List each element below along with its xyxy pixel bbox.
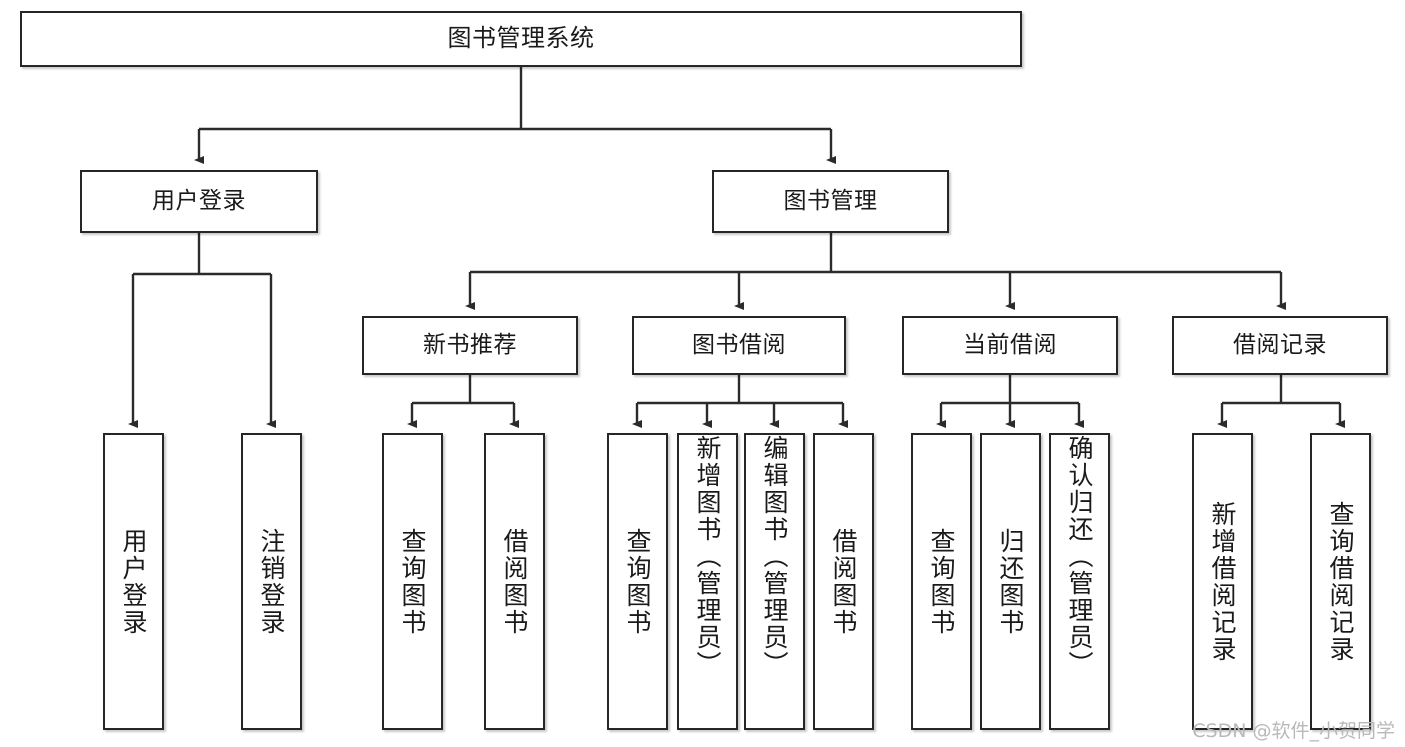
node-book-borrow[interactable]: 图书借阅: [632, 316, 846, 375]
node-label: 借阅图书: [829, 527, 858, 636]
node-root-system[interactable]: 图书管理系统: [20, 11, 1022, 67]
node-label: 借阅记录: [1233, 332, 1327, 359]
node-label: 确认归还（管理员）: [1065, 435, 1094, 678]
node-label: 新书推荐: [423, 332, 517, 359]
node-label: 注销登录: [257, 527, 286, 636]
leaf-query-book-borrow[interactable]: 查询图书: [607, 433, 668, 730]
node-label: 查询图书: [398, 527, 427, 636]
node-book-management[interactable]: 图书管理: [712, 170, 949, 233]
node-label: 图书借阅: [692, 332, 786, 359]
leaf-add-borrow-record[interactable]: 新增借阅记录: [1192, 433, 1253, 730]
leaf-query-borrow-record[interactable]: 查询借阅记录: [1310, 433, 1371, 730]
node-label: 用户登录: [152, 188, 246, 215]
leaf-user-login[interactable]: 用户登录: [103, 433, 164, 730]
node-label: 新增图书（管理员）: [693, 435, 722, 678]
leaf-borrow-book-borrow[interactable]: 借阅图书: [813, 433, 874, 730]
leaf-borrow-book-recommend[interactable]: 借阅图书: [484, 433, 545, 730]
leaf-add-book[interactable]: 新增图书（管理员）: [677, 433, 738, 730]
leaf-confirm-return[interactable]: 确认归还（管理员）: [1049, 433, 1110, 730]
node-label: 查询借阅记录: [1326, 500, 1355, 663]
leaf-logout-login[interactable]: 注销登录: [241, 433, 302, 730]
leaf-query-book-recommend[interactable]: 查询图书: [382, 433, 443, 730]
node-new-book-recommend[interactable]: 新书推荐: [362, 316, 578, 375]
node-label: 编辑图书（管理员）: [760, 435, 789, 678]
node-label: 查询图书: [927, 527, 956, 636]
node-current-borrow[interactable]: 当前借阅: [902, 316, 1118, 375]
node-label: 当前借阅: [963, 332, 1057, 359]
node-label: 借阅图书: [500, 527, 529, 636]
node-label: 图书管理: [783, 188, 878, 215]
leaf-edit-book[interactable]: 编辑图书（管理员）: [744, 433, 805, 730]
watermark-text: CSDN @软件_小贺同学: [1192, 720, 1395, 742]
node-label: 用户登录: [119, 527, 148, 636]
node-label: 新增借阅记录: [1208, 500, 1237, 663]
leaf-query-book-current[interactable]: 查询图书: [911, 433, 972, 730]
leaf-return-book[interactable]: 归还图书: [980, 433, 1041, 730]
node-label: 图书管理系统: [447, 24, 595, 53]
node-user-login[interactable]: 用户登录: [80, 170, 318, 233]
node-label: 归还图书: [996, 527, 1025, 636]
node-label: 查询图书: [623, 527, 652, 636]
node-borrow-record[interactable]: 借阅记录: [1172, 316, 1388, 375]
